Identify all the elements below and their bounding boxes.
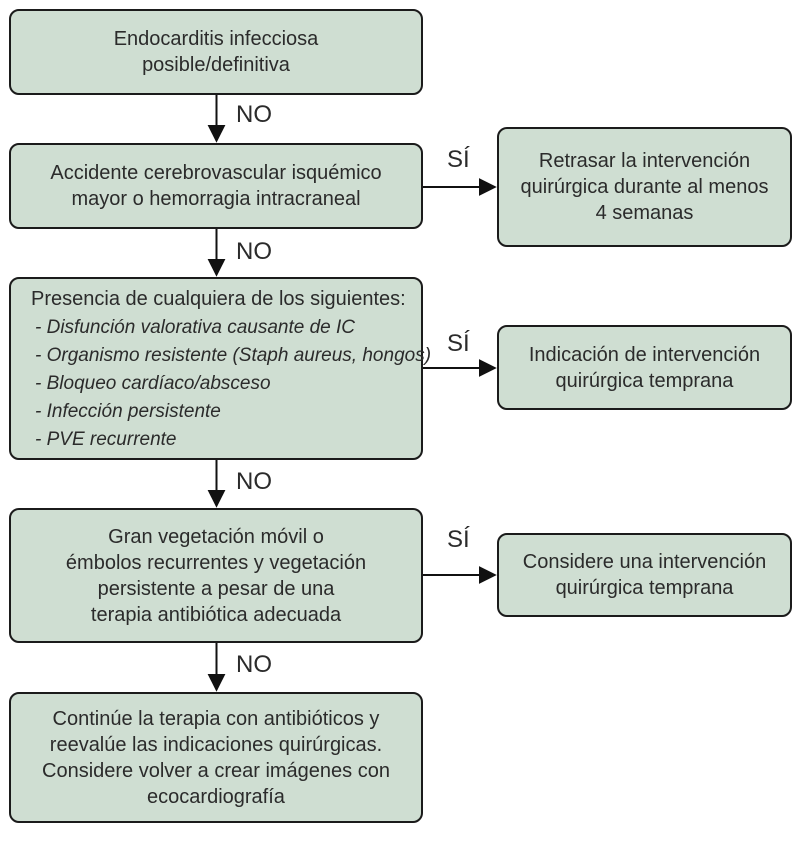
criteria-item: - Infección persistente bbox=[35, 400, 221, 422]
edge-label-yes-1: SÍ bbox=[447, 146, 470, 173]
node-delay-surgery: Retrasar la intervención quirúrgica dura… bbox=[497, 127, 792, 247]
node-start: Endocarditis infecciosa posible/definiti… bbox=[9, 9, 423, 95]
edge-label-no-1: NO bbox=[236, 101, 272, 128]
criteria-header: Presencia de cualquiera de los siguiente… bbox=[31, 287, 406, 310]
node-surgical-criteria: Presencia de cualquiera de los siguiente… bbox=[9, 277, 431, 460]
node-continue-therapy: Continúe la terapia con antibióticos y r… bbox=[9, 692, 423, 823]
node-stroke-check: Accidente cerebrovascular isquémico mayo… bbox=[9, 143, 423, 229]
edge-label-no-3: NO bbox=[236, 468, 272, 495]
node-early-surgery-indication-text: Indicación de intervención quirúrgica te… bbox=[528, 343, 761, 392]
criteria-item: - Disfunción valorativa causante de IC bbox=[35, 316, 355, 338]
node-stroke-check-text: Accidente cerebrovascular isquémico mayo… bbox=[50, 162, 382, 210]
node-consider-early-surgery: Considere una intervención quirúrgica te… bbox=[497, 533, 792, 617]
criteria-item: - Organismo resistente (Staph aureus, ho… bbox=[35, 344, 432, 366]
node-start-text: Endocarditis infecciosa posible/definiti… bbox=[113, 28, 319, 76]
edge-label-no-4: NO bbox=[236, 651, 272, 678]
node-consider-early-surgery-text: Considere una intervención quirúrgica te… bbox=[522, 551, 767, 599]
node-vegetation-check-text: Gran vegetación móvil o émbolos recurren… bbox=[65, 525, 367, 626]
edge-label-no-2: NO bbox=[236, 238, 272, 265]
node-delay-surgery-text: Retrasar la intervención quirúrgica dura… bbox=[520, 150, 769, 224]
edge-label-yes-2: SÍ bbox=[447, 330, 470, 357]
criteria-item: - PVE recurrente bbox=[35, 428, 177, 450]
edge-label-yes-3: SÍ bbox=[447, 526, 470, 553]
node-early-surgery-indication: Indicación de intervención quirúrgica te… bbox=[497, 325, 792, 410]
node-continue-therapy-text: Continúe la terapia con antibióticos y r… bbox=[42, 707, 390, 808]
node-vegetation-check: Gran vegetación móvil o émbolos recurren… bbox=[9, 508, 423, 643]
criteria-item: - Bloqueo cardíaco/absceso bbox=[35, 372, 271, 394]
